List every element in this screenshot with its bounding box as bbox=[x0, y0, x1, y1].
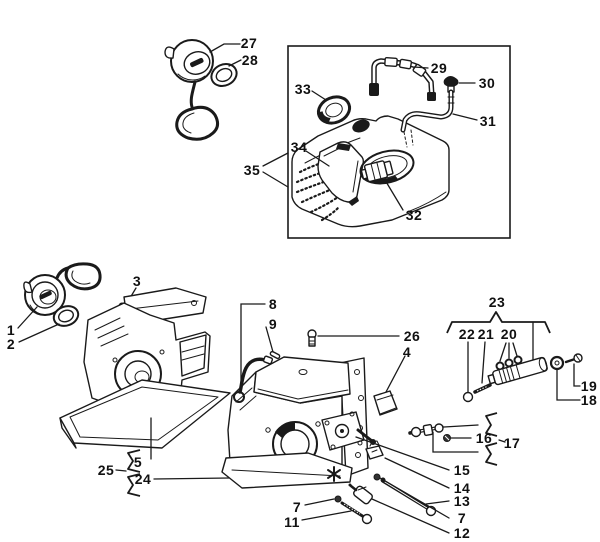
part-label-13: 13 bbox=[453, 493, 471, 509]
buffer-4 bbox=[373, 390, 398, 416]
part-label-16: 16 bbox=[475, 430, 493, 446]
part-label-15: 15 bbox=[453, 462, 471, 478]
handle-foam-34 bbox=[317, 141, 365, 206]
grommet-30 bbox=[443, 76, 459, 93]
part-label-34: 34 bbox=[290, 139, 308, 155]
part-label-29: 29 bbox=[430, 60, 448, 76]
center-crankcase-half bbox=[221, 350, 376, 489]
fuel-cap-27 bbox=[164, 39, 220, 141]
clip-14 bbox=[365, 440, 384, 460]
part-label-26: 26 bbox=[403, 328, 421, 344]
leader-27-28 bbox=[209, 43, 242, 67]
washer-18 bbox=[549, 355, 565, 371]
bracket-25 bbox=[115, 417, 230, 497]
fuel-line-29 bbox=[369, 56, 436, 101]
part-label-19: 19 bbox=[580, 378, 598, 394]
screw-26 bbox=[307, 329, 317, 347]
grommet-seat-shadow bbox=[352, 119, 370, 133]
part-label-18: 18 bbox=[580, 392, 598, 408]
part-label-9: 9 bbox=[268, 316, 278, 332]
fuel-pickup-32 bbox=[360, 160, 394, 183]
part-label-7b: 7 bbox=[457, 510, 467, 526]
leader-16-17 bbox=[432, 412, 506, 466]
part-label-5: 5 bbox=[133, 454, 143, 470]
part-label-2: 2 bbox=[6, 336, 16, 352]
part-label-28: 28 bbox=[241, 52, 259, 68]
pump-group-23 bbox=[446, 311, 583, 403]
leader-35 bbox=[262, 152, 289, 188]
part-label-12: 12 bbox=[453, 525, 471, 541]
tank-leader-lines bbox=[305, 66, 478, 211]
part-label-27: 27 bbox=[240, 35, 258, 51]
plunger-12 bbox=[348, 483, 373, 505]
pin-9 bbox=[269, 350, 281, 360]
part-label-17: 17 bbox=[503, 435, 521, 451]
part-label-25: 25 bbox=[97, 462, 115, 478]
part-label-30: 30 bbox=[478, 75, 496, 91]
leader-1-2 bbox=[17, 306, 60, 343]
oil-cap-1 bbox=[23, 262, 102, 316]
grommet-33 bbox=[316, 95, 352, 125]
fuel-hose-31 bbox=[400, 89, 455, 148]
screw-11 bbox=[340, 501, 373, 525]
ball-22 bbox=[462, 391, 474, 403]
part-label-8: 8 bbox=[268, 296, 278, 312]
part-label-31: 31 bbox=[479, 113, 497, 129]
part-label-11: 11 bbox=[284, 514, 300, 530]
screw-7-left bbox=[334, 495, 342, 503]
part-label-4: 4 bbox=[402, 344, 412, 360]
part-label-24: 24 bbox=[134, 471, 152, 487]
cap-ring-28 bbox=[210, 63, 238, 87]
part-label-7a: 7 bbox=[292, 499, 302, 515]
cap-ring-2 bbox=[52, 305, 80, 327]
part-label-32: 32 bbox=[405, 207, 423, 223]
chain-guard-plate-5-24 bbox=[59, 379, 231, 449]
fuel-tank-box bbox=[287, 45, 511, 239]
part-label-20: 20 bbox=[500, 326, 518, 342]
part-label-14: 14 bbox=[453, 480, 471, 496]
part-label-22: 22 bbox=[458, 326, 476, 342]
pump-piston-23 bbox=[487, 356, 548, 386]
oil-pump-15 bbox=[321, 411, 376, 451]
part-label-33: 33 bbox=[294, 81, 312, 97]
right-column-leaders bbox=[240, 303, 450, 534]
part-label-23: 23 bbox=[488, 294, 506, 310]
worm-21 bbox=[473, 383, 492, 394]
fitting-16 bbox=[408, 423, 451, 442]
part-label-21: 21 bbox=[477, 326, 495, 342]
part-label-35: 35 bbox=[243, 162, 261, 178]
part-label-3: 3 bbox=[132, 273, 142, 289]
part-label-1: 1 bbox=[6, 322, 16, 338]
oil-line-13 bbox=[380, 477, 437, 517]
screw-19 bbox=[564, 353, 583, 364]
screw-7-right bbox=[373, 473, 381, 481]
